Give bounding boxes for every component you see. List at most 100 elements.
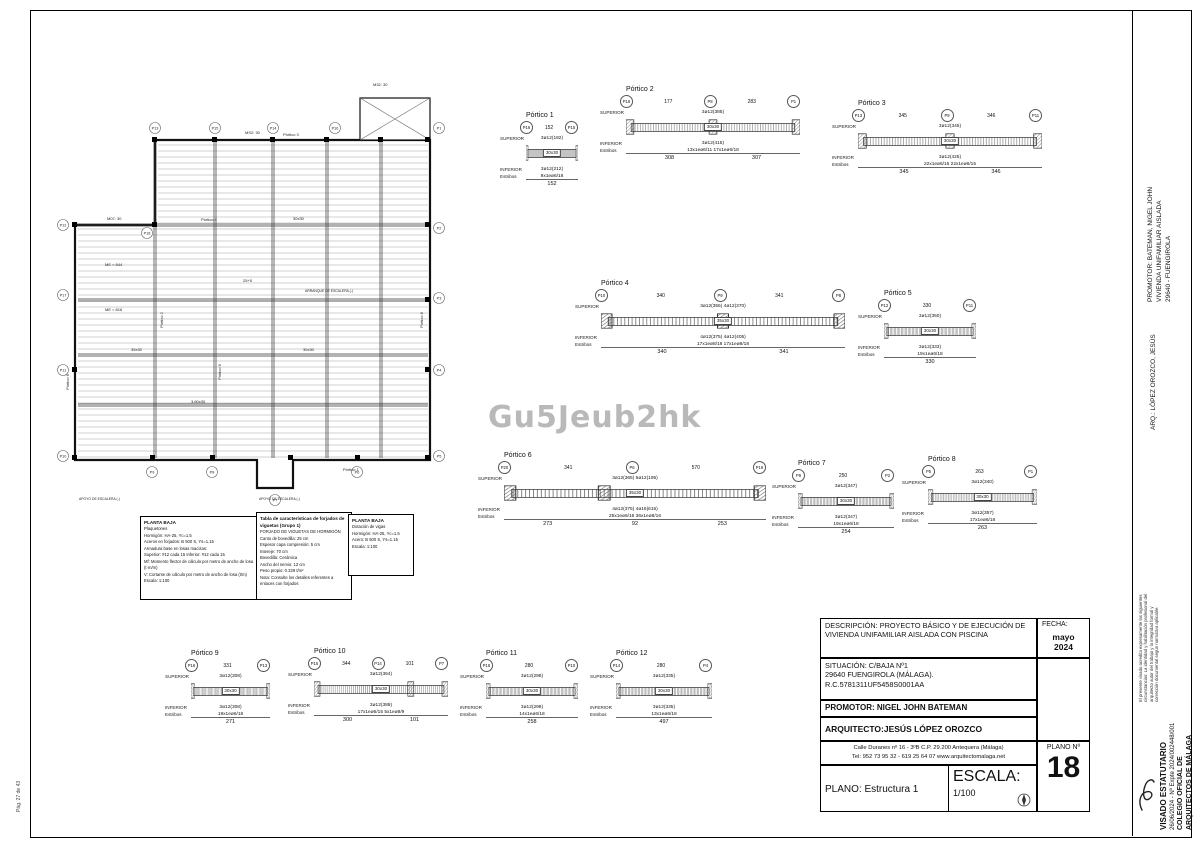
estribos-label: Estribos — [575, 342, 592, 347]
beam-section-label: 35x30 — [625, 489, 645, 497]
rebar-spec: 3ø12(335) — [652, 674, 676, 679]
inferior-label: INFERIOR — [772, 515, 794, 520]
colegio-logo-icon — [1139, 779, 1155, 811]
page-number: Pág. 27 de 43 — [16, 780, 22, 812]
svg-text:35x30: 35x30 — [131, 347, 143, 352]
inferior-label: INFERIOR — [478, 507, 500, 512]
dimension-line: 330 — [884, 357, 976, 365]
pier-tag: P14 — [610, 659, 623, 672]
dimension-line: 497 — [616, 717, 712, 725]
rebar-spec: 3ø12(308) — [219, 674, 242, 679]
columns — [72, 137, 430, 460]
superior-label: SUPERIOR — [858, 314, 882, 319]
titleblock-address: Calle Duranes nº 16 - 3ºB C.P. 29.200 An… — [820, 741, 1037, 765]
svg-text:30x30: 30x30 — [303, 347, 315, 352]
svg-text:P18: P18 — [144, 232, 151, 236]
pier-tag: P13 — [852, 109, 865, 122]
portico-title: Pórtico 7 — [798, 460, 826, 467]
rebar-spec: 3ø12(212) — [540, 167, 564, 172]
beam-section-label: 30x30 — [703, 123, 723, 131]
pier-tag: P14 — [371, 657, 385, 670]
pier-tag: P1 — [1024, 465, 1037, 478]
pier-tag: P12 — [878, 299, 891, 312]
stirrup-spec: 19x1eø6/18 — [217, 712, 244, 717]
estribos-label: Estribos — [478, 514, 495, 519]
rebar-spec: 3ø12(365) 5ø12(195) — [612, 476, 658, 481]
svg-text:25+5: 25+5 — [243, 278, 253, 283]
svg-text:P2: P2 — [437, 227, 442, 231]
pier-tag: P1 — [787, 95, 800, 108]
dimension-line: 271 — [191, 717, 270, 725]
rebar-spec: 3ø12(340) — [971, 480, 994, 485]
beam-drawing: 30x30 — [314, 680, 448, 698]
beam-section-label: 30x30 — [371, 685, 391, 693]
rebar-spec: 4ø12(375) 4ø12(405) — [700, 335, 746, 340]
beam-axes — [75, 142, 430, 458]
rebar-spec: 3ø12(388) — [369, 703, 393, 708]
pier-tag: P8 — [703, 95, 717, 108]
span-dimension: 263 — [975, 468, 984, 475]
span-dimension: 344 — [342, 660, 351, 667]
beam-drawing: 30x30 — [616, 682, 712, 700]
pier-tag: P20 — [498, 461, 511, 474]
portico-title: Pórtico 9 — [191, 650, 219, 657]
stirrup-spec: 9x1eø6/18 — [540, 174, 564, 179]
legend-vigas: PLANTA BAJA Dotación de vigas Hormigón: … — [348, 514, 414, 576]
pier-tag: P2 — [881, 469, 894, 482]
titleblock-plano-numero: PLANO Nº 18 — [1037, 741, 1090, 812]
span-dimension: 340 — [656, 292, 665, 299]
estribos-label: Estribos — [460, 712, 477, 717]
rebar-spec: 3ø12(298) — [520, 705, 544, 710]
stirrup-spec: 14x1eø6/18 — [519, 712, 545, 717]
svg-text:P17: P17 — [60, 294, 67, 298]
span-dimension: 330 — [922, 302, 932, 309]
sheet-border — [30, 10, 1192, 838]
superior-label: SUPERIOR — [772, 484, 796, 489]
superior-label: SUPERIOR — [165, 674, 189, 679]
inferior-label: INFERIOR — [500, 167, 522, 172]
stirrup-spec: 25x1eø6/16 36x1eø8/16 — [608, 514, 661, 519]
stirrup-spec: 17x1eø6/15 5x1eø8/9 — [357, 710, 405, 715]
stirrup-spec: 22x1eø6/15 22x1eø6/15 — [923, 162, 976, 167]
pier-tag: P15 — [565, 121, 578, 134]
pier-tag: P18 — [480, 659, 493, 672]
inferior-label: INFERIOR — [902, 511, 924, 516]
svg-text:Pórtico 2: Pórtico 2 — [159, 311, 164, 328]
pier-tag: P15 — [308, 657, 321, 670]
span-dimension: 570 — [691, 464, 700, 471]
stirrup-spec: 17x1eø8/18 17x1eø8/18 — [696, 342, 749, 347]
span-dimension: 250 — [838, 472, 848, 479]
estribos-label: Estribos — [165, 712, 182, 717]
beam-drawing: 30x30 — [928, 488, 1037, 506]
pier-tag: P6 — [792, 469, 805, 482]
portico-title: Pórtico 6 — [504, 452, 532, 459]
svg-text:M32: 30: M32: 30 — [373, 82, 388, 87]
span-dimension: 101 — [405, 660, 414, 667]
watermark: Gu5Jeub2hk — [488, 400, 702, 435]
rebar-spec: 3ø12(385) — [701, 110, 725, 115]
beam-drawing: 35x30 — [601, 312, 845, 330]
svg-text:P13: P13 — [152, 127, 159, 131]
dimension-line: 263 — [928, 523, 1037, 531]
beam-drawing: 30x30 — [798, 492, 894, 510]
svg-text:Pórtico 6: Pórtico 6 — [65, 373, 70, 390]
inferior-label: INFERIOR — [575, 335, 597, 340]
dimension-line: 254 — [798, 527, 894, 535]
span-dimension: 283 — [747, 98, 756, 105]
joist-fields — [78, 142, 428, 458]
pier-tag: P16 — [185, 659, 198, 672]
inferior-label: INFERIOR — [600, 141, 622, 146]
beam-drawing: 30x30 — [486, 682, 578, 700]
inferior-label: INFERIOR — [832, 155, 854, 160]
rebar-spec: 3ø12(345) — [938, 124, 962, 129]
pier-tag: P13 — [257, 659, 270, 672]
pier-tag: P16 — [520, 121, 533, 134]
estribos-label: Estribos — [902, 518, 919, 523]
